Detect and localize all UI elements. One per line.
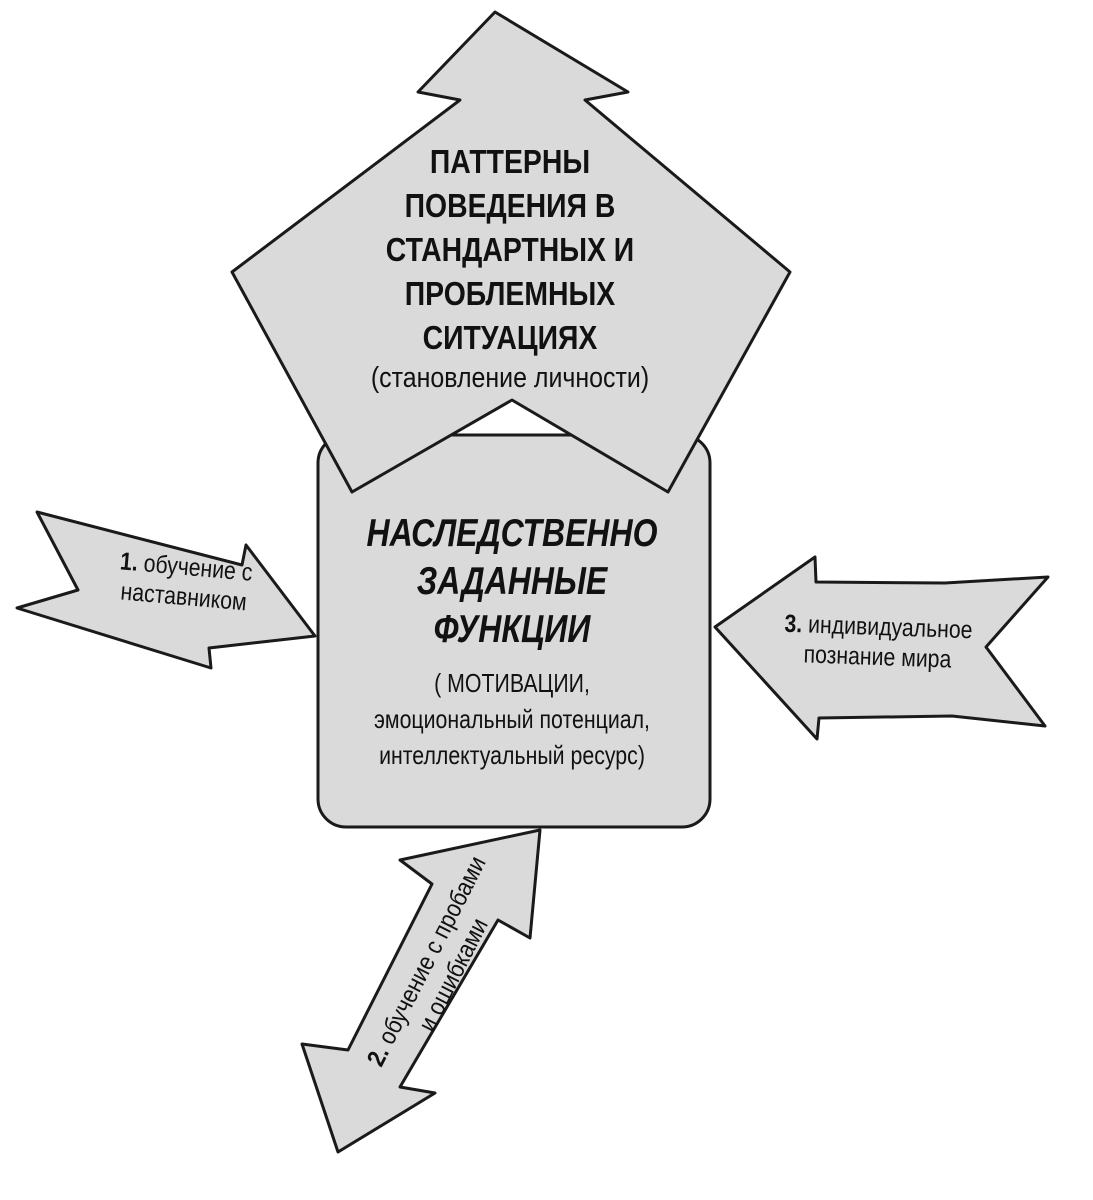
arrow-right-text: индивидуальное познание мира xyxy=(801,610,974,674)
center-block-note: ( МОТИВАЦИИ, эмоциональный потенциал, ин… xyxy=(374,668,650,770)
center-block-title: НАСЛЕДСТВЕННО ЗАДАННЫЕ ФУНКЦИИ xyxy=(366,512,658,651)
top-block-note: (становление личности) xyxy=(370,362,650,394)
arrow-right-label: 3. индивидуальное познание мира xyxy=(758,608,998,676)
top-block-shape xyxy=(230,10,792,494)
top-block-title: ПАТТЕРНЫ ПОВЕДЕНИЯ В СТАНДАРТНЫХ И ПРОБЛ… xyxy=(385,143,635,356)
arrow-right-shape xyxy=(713,555,1050,741)
center-block-box xyxy=(316,433,712,829)
arrow-left-shape xyxy=(15,510,317,670)
arrow-bottom-shape xyxy=(300,828,542,1154)
arrow-right-number: 3. xyxy=(784,609,803,639)
arrow-left-text: обучение с наставником xyxy=(119,548,254,617)
